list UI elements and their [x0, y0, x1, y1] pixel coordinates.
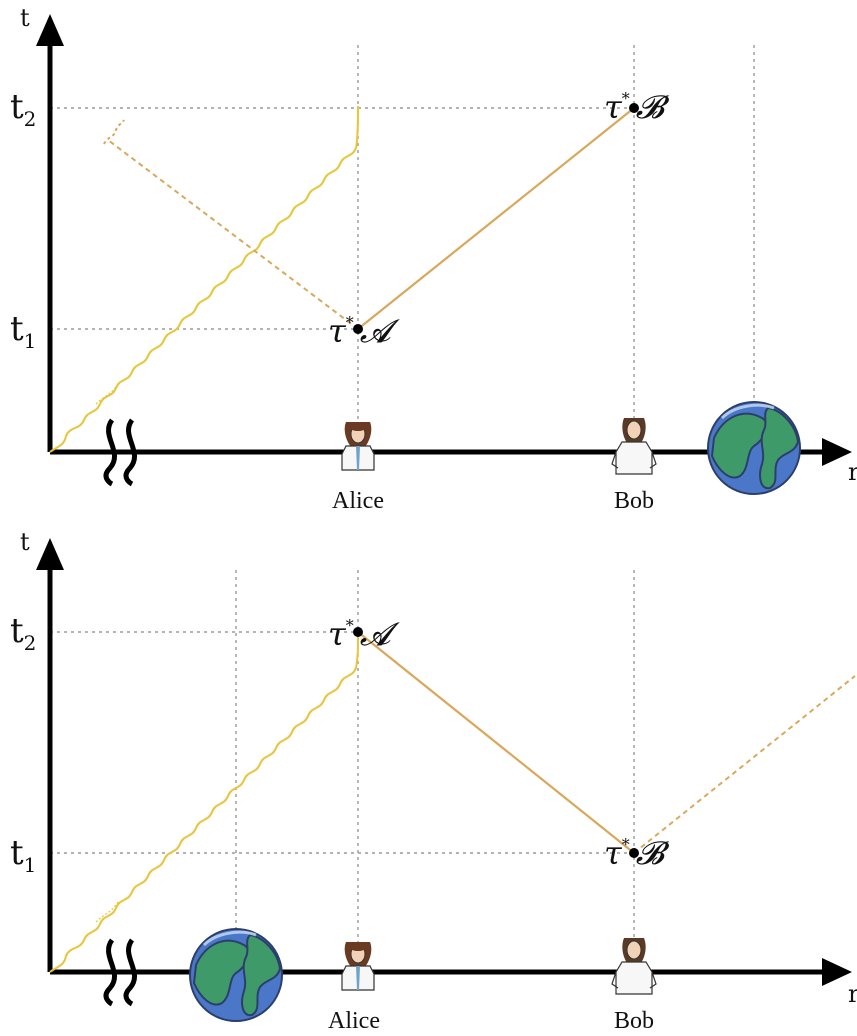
panel-bottom: t2 t1 t r τ*𝓐 τ*𝓑 Alice Bob [10, 528, 857, 1034]
event-label-b: τ*𝓑 [604, 88, 670, 126]
earth-icon [706, 400, 802, 496]
axis-break-icon [103, 418, 138, 487]
event-label-b: τ*𝓑 [604, 834, 670, 872]
axis-break-icon [103, 938, 138, 1007]
alice-figure-icon [341, 942, 375, 991]
t-axis-arrow-icon [36, 14, 64, 46]
grid-lines [50, 570, 635, 972]
r-axis-label: r [848, 458, 857, 486]
t-axis-arrow-icon [36, 538, 64, 570]
observer-label-alice: Alice [328, 1008, 380, 1034]
observer-label-bob: Bob [614, 488, 654, 514]
event-label-a: τ*𝓐 [328, 312, 401, 350]
signal-line-dashed [107, 139, 359, 330]
observer-label-bob: Bob [614, 1008, 654, 1034]
bob-figure-icon [611, 938, 657, 995]
time-label-t2: t2 [10, 87, 36, 131]
event-dot-b [629, 103, 639, 113]
r-axis-label: r [848, 980, 857, 1008]
event-label-a: τ*𝓐 [328, 615, 401, 653]
axes [36, 538, 852, 986]
time-label-t2: t2 [10, 611, 36, 655]
event-dot-b [629, 848, 639, 858]
earth-icon [188, 927, 284, 1023]
t-axis-label: t [20, 4, 30, 32]
panel-top: t2 t1 t r τ*𝓐 τ*𝓑 Alice Bob [10, 4, 857, 514]
photon-wave-ghost [95, 383, 119, 405]
signal-ghost-wave [103, 119, 125, 145]
t-axis-label: t [20, 528, 30, 556]
time-label-t1: t1 [10, 309, 36, 353]
event-dot-a [353, 627, 363, 637]
r-axis-arrow-icon [822, 438, 852, 466]
signal-line-dashed [633, 675, 856, 854]
bob-figure-icon [611, 418, 657, 475]
alice-figure-icon [341, 422, 375, 471]
photon-wave [49, 105, 359, 453]
axes [36, 14, 852, 466]
grid-lines [50, 45, 755, 452]
event-dot-a [353, 324, 363, 334]
signal-line-solid [357, 107, 635, 330]
signal-line-solid [357, 631, 635, 854]
photon-wave [49, 631, 359, 973]
observer-label-alice: Alice [332, 488, 384, 514]
r-axis-arrow-icon [822, 958, 852, 986]
time-label-t1: t1 [10, 833, 36, 877]
